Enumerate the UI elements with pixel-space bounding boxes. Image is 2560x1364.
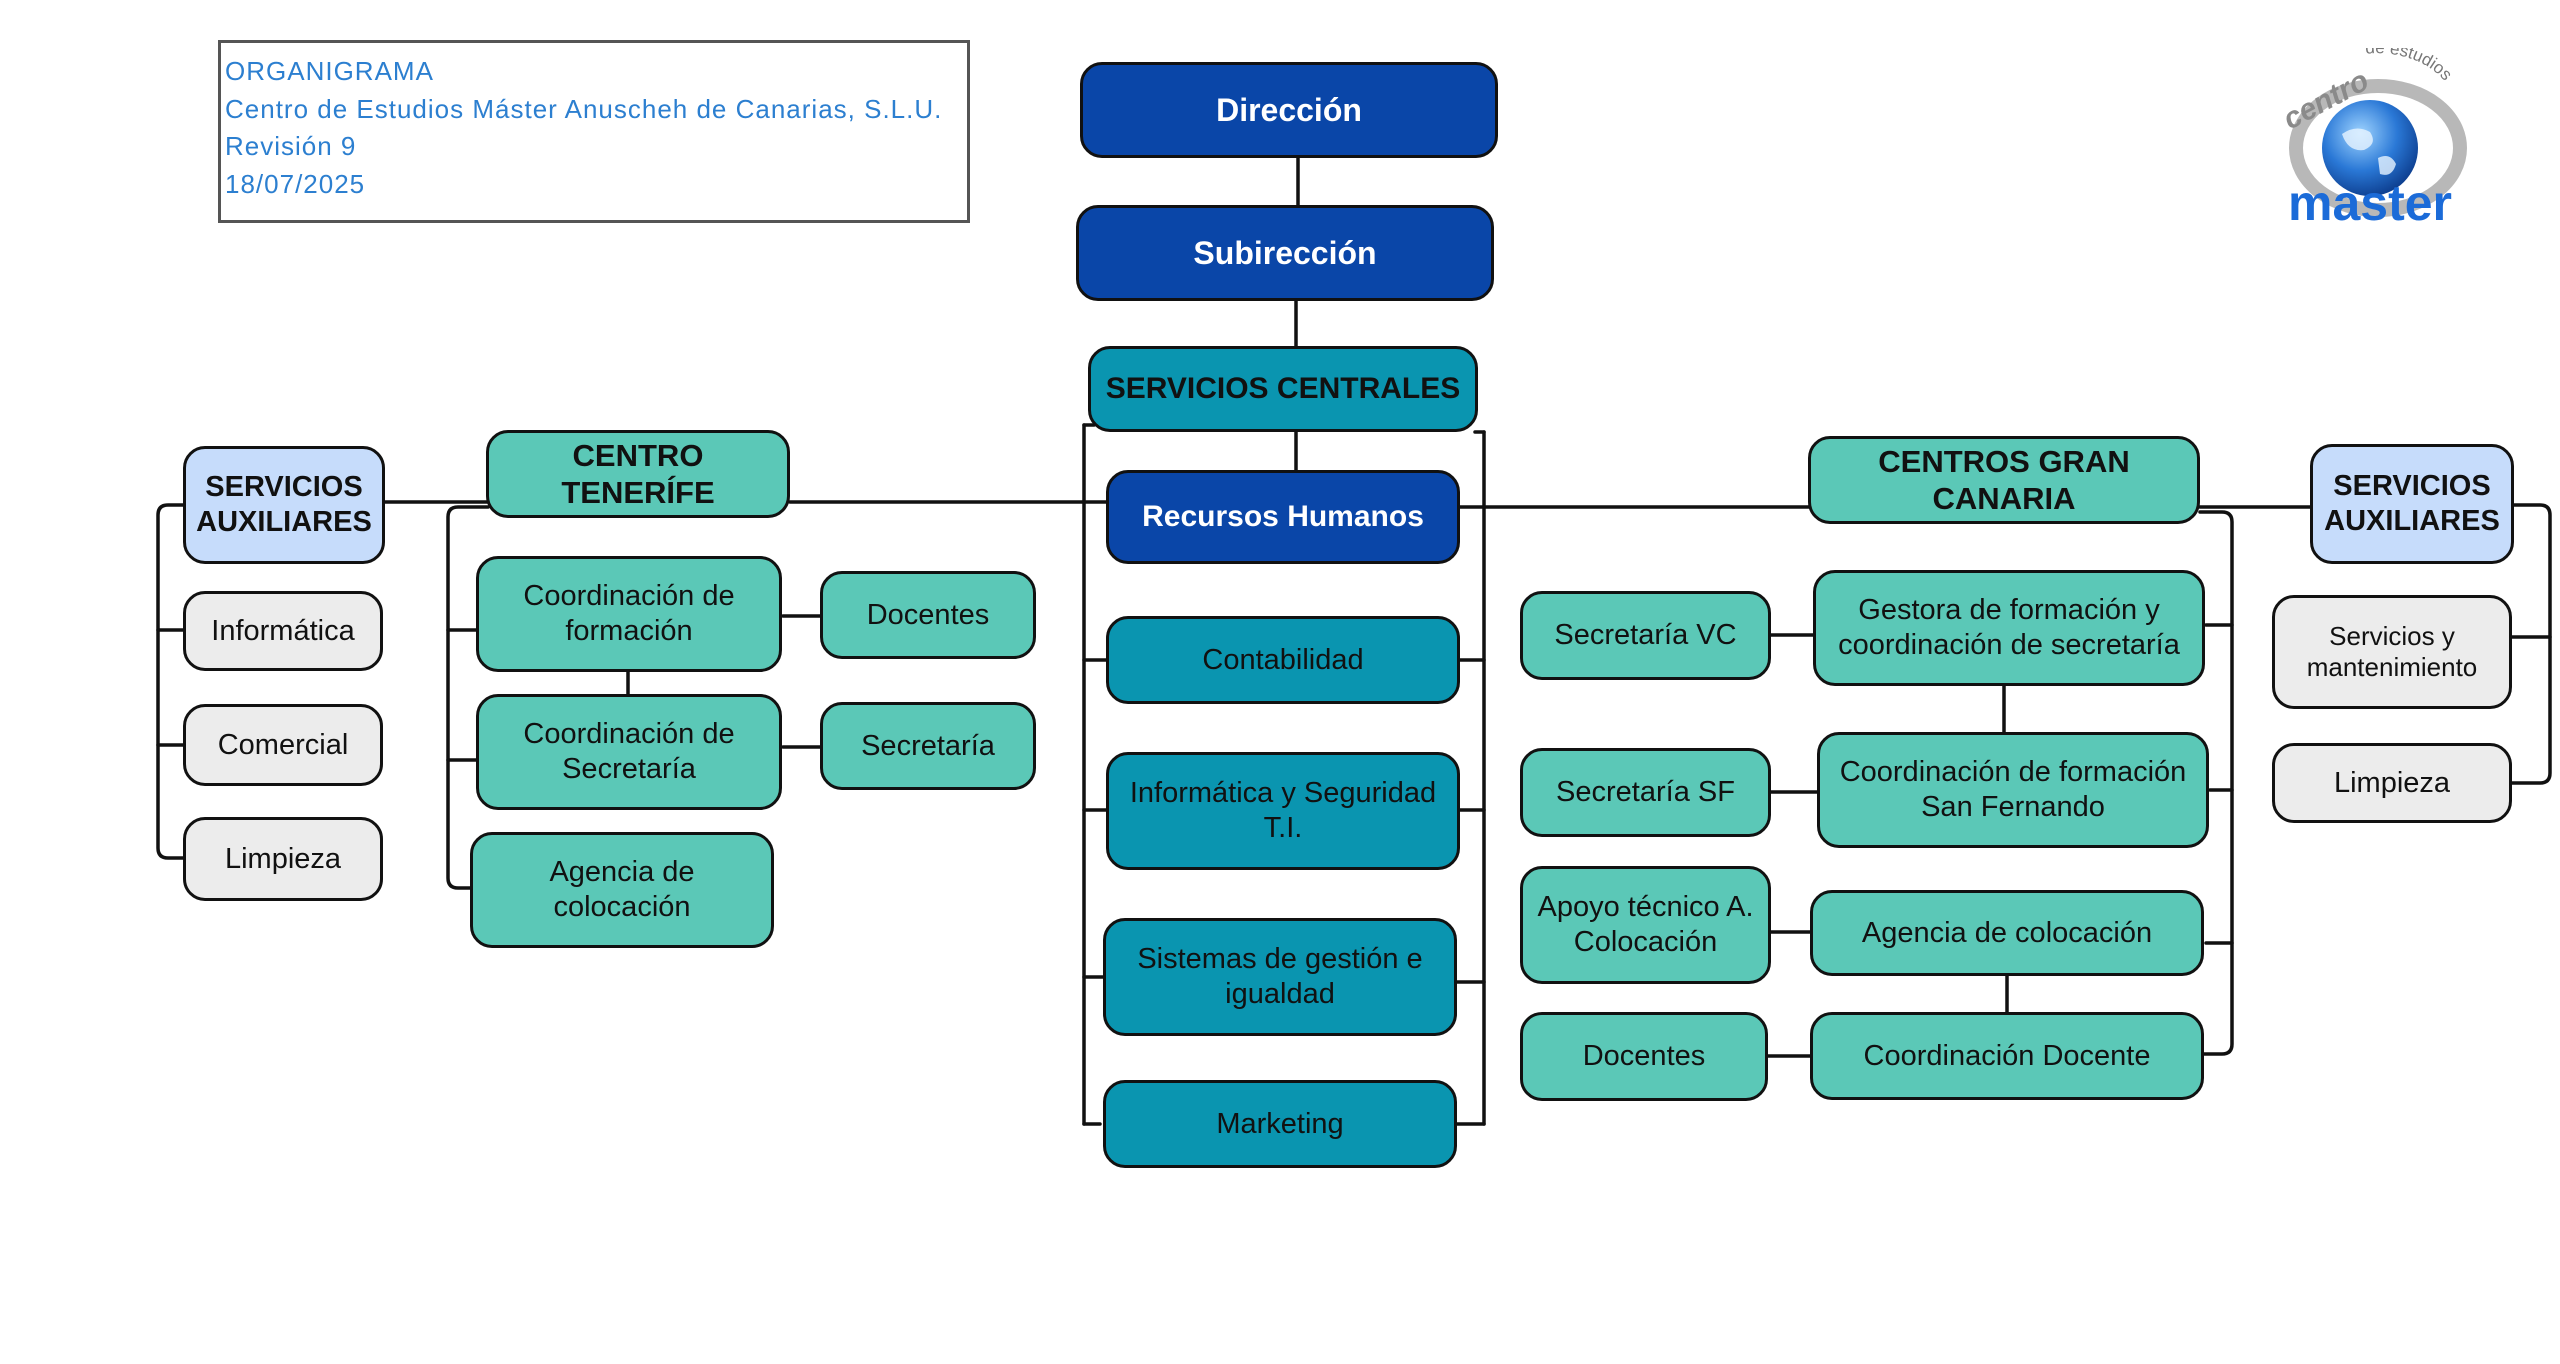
node-gc-coordinacion-san-fernando: Coordinación de formación San Fernando (1817, 732, 2209, 848)
node-contabilidad: Contabilidad (1106, 616, 1460, 704)
node-centro-tenerife: CENTRO TENERÍFE (486, 430, 790, 518)
node-centros-gran-canaria: CENTROS GRAN CANARIA (1808, 436, 2200, 524)
logo-text-brand: master (2288, 175, 2452, 228)
logo-text-arc: de estudios (2365, 48, 2456, 84)
node-tf-coordinacion-secretaria: Coordinación de Secretaría (476, 694, 782, 810)
node-marketing: Marketing (1103, 1080, 1457, 1168)
node-servicios-centrales: SERVICIOS CENTRALES (1088, 346, 1478, 432)
header-revision: Revisión 9 (225, 131, 357, 162)
header-info-box: ORGANIGRAMA Centro de Estudios Máster An… (218, 40, 970, 223)
node-tf-coordinacion-formacion: Coordinación de formación (476, 556, 782, 672)
logo-swoosh (2289, 79, 2467, 217)
node-tf-agencia-colocacion: Agencia de colocación (470, 832, 774, 948)
node-aux-informatica: Informática (183, 591, 383, 671)
node-gc-agencia-colocacion: Agencia de colocación (1810, 890, 2204, 976)
node-gc-coordinacion-docente: Coordinación Docente (1810, 1012, 2204, 1100)
node-servicios-auxiliares-left: SERVICIOS AUXILIARES (183, 446, 385, 564)
node-aux-limpieza-right: Limpieza (2272, 743, 2512, 823)
node-gc-secretaria-vc: Secretaría VC (1520, 591, 1771, 680)
node-tf-secretaria: Secretaría (820, 702, 1036, 790)
node-sistemas-gestion: Sistemas de gestión e igualdad (1103, 918, 1457, 1036)
company-logo: centro de estudios master (2278, 48, 2467, 228)
node-direccion: Dirección (1080, 62, 1498, 158)
header-date: 18/07/2025 (225, 169, 366, 200)
node-aux-limpieza-left: Limpieza (183, 817, 383, 901)
node-tf-docentes: Docentes (820, 571, 1036, 659)
node-recursos-humanos: Recursos Humanos (1106, 470, 1460, 564)
node-gc-docentes: Docentes (1520, 1012, 1768, 1101)
node-gc-secretaria-sf: Secretaría SF (1520, 748, 1771, 837)
node-informatica-seguridad: Informática y Seguridad T.I. (1106, 752, 1460, 870)
node-aux-comercial: Comercial (183, 704, 383, 786)
node-gc-gestora-formacion: Gestora de formación y coordinación de s… (1813, 570, 2205, 686)
globe-icon (2322, 100, 2418, 196)
header-company: Centro de Estudios Máster Anuscheh de Ca… (225, 93, 943, 124)
node-gc-apoyo-tecnico: Apoyo técnico A. Colocación (1520, 866, 1771, 984)
header-title: ORGANIGRAMA (225, 56, 434, 86)
node-subdireccion: Subirección (1076, 205, 1494, 301)
node-aux-servicios-mantenimiento: Servicios y mantenimiento (2272, 595, 2512, 709)
node-servicios-auxiliares-right: SERVICIOS AUXILIARES (2310, 444, 2514, 564)
